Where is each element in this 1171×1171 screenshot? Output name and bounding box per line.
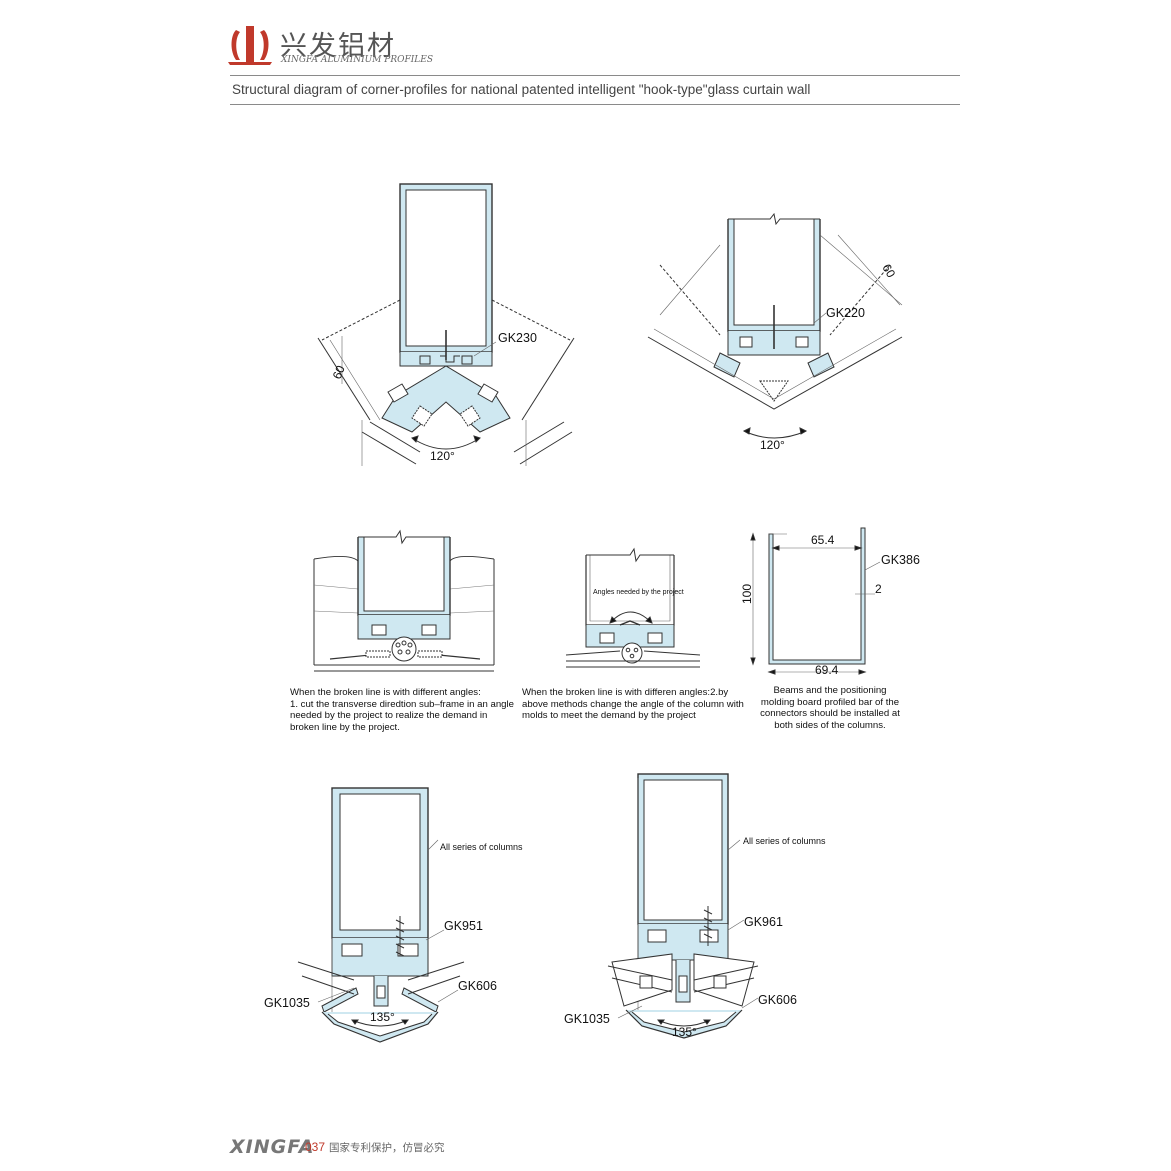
label-gk230: GK230 bbox=[498, 331, 537, 345]
angle-135-fig7: 135° bbox=[672, 1025, 697, 1039]
caption-beams-note: Beams and the positioning molding board … bbox=[760, 685, 900, 731]
label-gk220: GK220 bbox=[826, 306, 865, 320]
dim-60-fig1: 60 bbox=[330, 363, 348, 381]
dim-60-fig2: 60 bbox=[879, 262, 898, 281]
angle-135-fig6: 135° bbox=[370, 1010, 395, 1024]
caption-method-1: When the broken line is with different a… bbox=[290, 687, 514, 733]
figure-gk220-corner: GK220 60 120° bbox=[647, 212, 903, 452]
figure-broken-line-method-1 bbox=[313, 529, 495, 672]
figure-gk386-section: 65.4 69.4 100 2 GK386 bbox=[740, 527, 920, 677]
brand-name-en: XINGFA ALUMINIUM PROFILES bbox=[281, 55, 434, 65]
dim-65-4: 65.4 bbox=[811, 533, 835, 547]
figure-gk951-corner: All series of columns GK951 GK1035 GK606… bbox=[264, 787, 523, 1043]
figure-broken-line-method-2: Angles needed by the project bbox=[565, 547, 701, 668]
brand-name-cn: 兴发铝材 bbox=[280, 31, 396, 62]
caption-method-2: When the broken line is with differen an… bbox=[522, 687, 744, 721]
dim-69-4: 69.4 bbox=[815, 663, 839, 677]
page-title: Structural diagram of corner-profiles fo… bbox=[232, 82, 811, 97]
label-gk606-right: GK606 bbox=[758, 993, 797, 1007]
figure-gk230-corner: GK230 60 120° bbox=[317, 183, 575, 466]
header-rule-bottom bbox=[230, 104, 960, 105]
note-angles-needed: Angles needed by the project bbox=[593, 589, 684, 596]
dim-100: 100 bbox=[740, 584, 754, 604]
label-all-series-columns-2: All series of columns bbox=[743, 836, 826, 846]
label-gk386: GK386 bbox=[881, 553, 920, 567]
label-gk1035-left: GK1035 bbox=[264, 996, 310, 1010]
page-number: 037 bbox=[305, 1140, 326, 1154]
footer-note: 国家专利保护，仿冒必究 bbox=[329, 1142, 445, 1154]
label-all-series-columns-1: All series of columns bbox=[440, 842, 523, 852]
angle-120-fig1: 120° bbox=[430, 449, 455, 463]
footer-brand: XINGFA bbox=[230, 1136, 315, 1158]
xingfa-logo-icon bbox=[228, 26, 272, 65]
dim-2: 2 bbox=[875, 582, 882, 596]
label-gk606-left: GK606 bbox=[458, 979, 497, 993]
angle-120-fig2: 120° bbox=[760, 438, 785, 452]
label-gk951: GK951 bbox=[444, 919, 483, 933]
figure-gk961-corner: All series of columns GK961 GK1035 GK606… bbox=[564, 773, 826, 1039]
label-gk961: GK961 bbox=[744, 915, 783, 929]
label-gk1035-right: GK1035 bbox=[564, 1012, 610, 1026]
header-rule-top bbox=[230, 75, 960, 76]
